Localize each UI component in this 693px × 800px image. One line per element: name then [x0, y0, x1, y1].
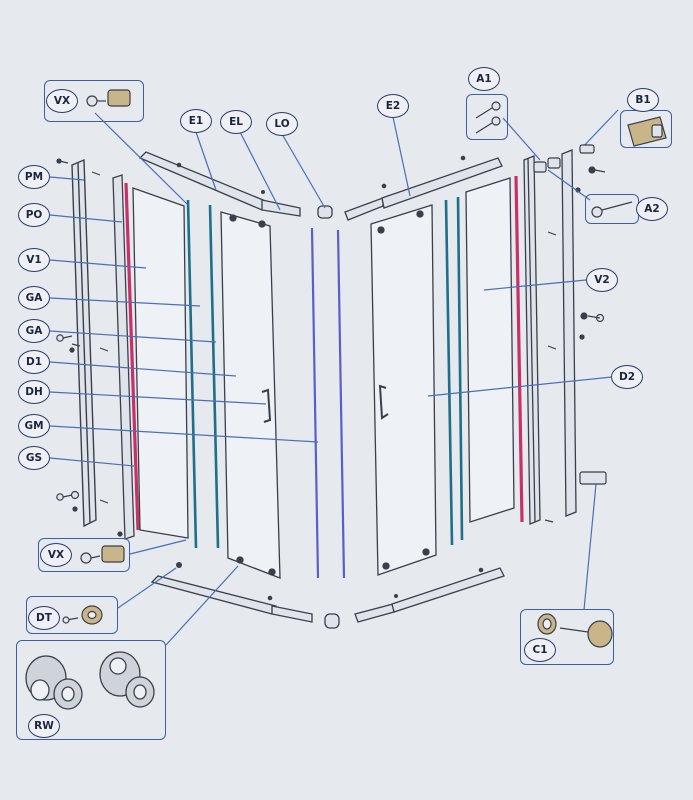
left-small-screws	[56, 334, 123, 537]
label-dh: DH	[18, 380, 50, 404]
label-c1: C1	[524, 638, 556, 662]
label-d2: D2	[611, 365, 643, 389]
label-d1: D1	[18, 350, 50, 374]
label-v2: V2	[586, 268, 618, 292]
vx-bottom-box	[38, 538, 130, 572]
label-ga-2: GA	[18, 319, 50, 343]
label-e2: E2	[377, 94, 409, 118]
right-fixed-glass-v2	[465, 177, 515, 523]
top-rail-connector	[317, 205, 333, 219]
label-v1: V1	[18, 248, 50, 272]
top-rail-dots	[176, 155, 466, 194]
bottom-rail-right	[354, 567, 505, 623]
label-gs: GS	[18, 446, 50, 470]
label-rw: RW	[28, 714, 60, 738]
label-dt: DT	[28, 606, 60, 630]
left-fixed-glass-v1	[132, 187, 189, 539]
label-po: PO	[18, 203, 50, 227]
c1-box	[520, 609, 614, 665]
b1-bracket	[627, 116, 667, 147]
dt-box	[26, 596, 118, 634]
right-door-handle	[378, 384, 389, 420]
top-rail-right	[344, 157, 503, 221]
left-door-d1	[220, 211, 281, 579]
a1-screws	[475, 101, 501, 134]
label-el: EL	[220, 110, 252, 134]
right-magenta-seal	[514, 175, 524, 523]
right-door-d2	[370, 204, 437, 576]
top-rail-left	[138, 151, 301, 217]
bottom-connector	[324, 613, 340, 629]
bottom-rail-left	[150, 575, 313, 623]
right-wall-profile	[523, 149, 577, 525]
leader-lines	[49, 109, 619, 646]
vx-top-box	[44, 80, 144, 122]
left-wall-profile	[71, 158, 97, 528]
right-wall-screws	[544, 166, 606, 523]
left-wall-screws	[56, 158, 109, 504]
label-e1: E1	[180, 109, 212, 133]
vx-top-parts	[86, 89, 131, 107]
left-magenta-seal	[124, 182, 140, 531]
rw-rollers	[25, 651, 155, 710]
b1-box	[620, 110, 672, 148]
right-teal-seals	[444, 196, 464, 546]
left-door-handle	[261, 388, 272, 423]
left-teal-seals	[186, 199, 220, 549]
label-b1: B1	[627, 88, 659, 112]
rw-box	[16, 640, 166, 740]
dt-parts	[62, 605, 103, 625]
label-vx-bottom: VX	[40, 543, 72, 567]
bottom-dots	[176, 562, 484, 601]
label-ga-1: GA	[18, 286, 50, 310]
label-a1: A1	[468, 67, 500, 91]
label-gm: GM	[18, 414, 50, 438]
vx-bottom-parts	[80, 545, 125, 564]
c1-parts	[537, 613, 613, 648]
center-magnetic-seals	[310, 227, 346, 579]
small-bracket-pieces	[533, 144, 607, 485]
a1-box	[466, 94, 508, 140]
a2-screw	[591, 201, 633, 218]
label-a2: A2	[636, 197, 668, 221]
a2-box	[585, 194, 639, 224]
label-lo: LO	[266, 112, 298, 136]
label-vx-top: VX	[46, 89, 78, 113]
label-pm: PM	[18, 165, 50, 189]
